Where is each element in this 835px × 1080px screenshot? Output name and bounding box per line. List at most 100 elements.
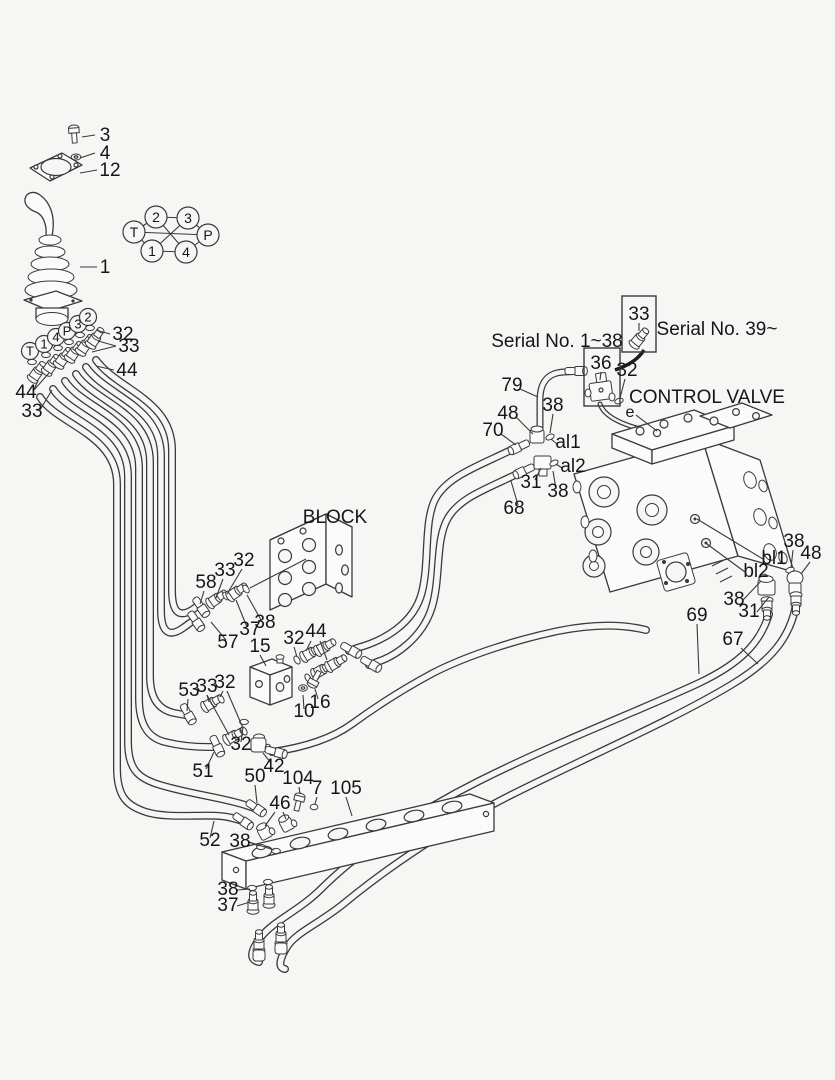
callout-51: 51 bbox=[192, 761, 213, 782]
leader-line bbox=[209, 820, 215, 839]
callout-e: e bbox=[626, 404, 635, 421]
leader-line bbox=[199, 590, 205, 605]
callout-10: 10 bbox=[293, 701, 314, 722]
leader-line bbox=[81, 134, 96, 138]
callout-33: 33 bbox=[628, 304, 649, 325]
leader-line bbox=[790, 549, 794, 569]
leader-line bbox=[555, 463, 563, 469]
leader-line bbox=[259, 654, 267, 667]
callout-70: 70 bbox=[482, 420, 503, 441]
manifold-105 bbox=[221, 793, 495, 890]
leader-line bbox=[39, 389, 53, 411]
callout-38: 38 bbox=[254, 612, 275, 633]
selector-node-label: 4 bbox=[182, 244, 190, 260]
leader-line bbox=[240, 726, 244, 743]
callout-46: 46 bbox=[269, 793, 290, 814]
selector-node-P bbox=[196, 223, 220, 247]
hose-68-core bbox=[366, 468, 526, 668]
selector-node-label: P bbox=[203, 227, 212, 243]
callout-44: 44 bbox=[15, 382, 37, 403]
callout-31: 31 bbox=[738, 601, 759, 622]
leader-line bbox=[95, 365, 115, 371]
callout-104: 104 bbox=[282, 768, 314, 789]
callout-control-valve: CONTROL VALVE bbox=[629, 387, 785, 408]
selector-node-3 bbox=[176, 206, 200, 230]
bolt-3 bbox=[67, 124, 81, 144]
bl-elbow-cluster bbox=[757, 565, 804, 621]
callout-68: 68 bbox=[503, 498, 524, 519]
leader-line bbox=[210, 621, 227, 641]
leader-line bbox=[519, 388, 539, 398]
port-circle-2 bbox=[78, 307, 98, 327]
port-circle-label: T bbox=[26, 344, 34, 359]
leader-line bbox=[219, 690, 224, 698]
serial-36-box bbox=[583, 347, 621, 407]
leader-line bbox=[515, 416, 534, 435]
leader-line bbox=[79, 169, 98, 174]
component-layer bbox=[23, 124, 804, 962]
leader-line bbox=[345, 796, 353, 817]
callout-4: 4 bbox=[100, 143, 111, 164]
port-circle-label: 1 bbox=[40, 337, 47, 352]
callout-12: 12 bbox=[99, 160, 120, 181]
selector-node-label: 3 bbox=[184, 210, 192, 226]
leader-line bbox=[302, 694, 305, 710]
callout-42: 42 bbox=[263, 756, 284, 777]
callout-57: 57 bbox=[217, 632, 238, 653]
elbow-48-top bbox=[529, 425, 545, 444]
selector-node-2 bbox=[144, 205, 168, 229]
selector-node-4 bbox=[174, 240, 198, 264]
hose-58-core bbox=[93, 357, 202, 616]
leader-line bbox=[95, 329, 111, 335]
leader-line bbox=[246, 594, 262, 621]
leader-line bbox=[305, 640, 312, 652]
solenoid-36 bbox=[584, 371, 616, 402]
bolt-104 bbox=[290, 791, 307, 813]
callout-33: 33 bbox=[196, 676, 217, 697]
callout-38: 38 bbox=[217, 879, 238, 900]
callout-48: 48 bbox=[800, 543, 821, 564]
control-valve bbox=[572, 402, 795, 593]
callout-36: 36 bbox=[590, 353, 611, 374]
leader-line bbox=[756, 596, 770, 613]
selector-node-label: 2 bbox=[152, 209, 160, 225]
callout-79: 79 bbox=[501, 375, 522, 396]
callout-38: 38 bbox=[723, 589, 744, 610]
callout-105: 105 bbox=[330, 778, 362, 799]
callout-44: 44 bbox=[116, 360, 138, 381]
callout-bl1: bl1 bbox=[761, 548, 786, 569]
selector-node-1 bbox=[140, 239, 164, 263]
leader-line bbox=[254, 784, 258, 804]
hose-79-core bbox=[537, 368, 587, 433]
elbow-48-right bbox=[786, 570, 804, 595]
leader-line bbox=[742, 580, 762, 601]
manifold-top-fittings bbox=[230, 791, 319, 855]
serial-39-box bbox=[621, 295, 657, 353]
callout-48: 48 bbox=[497, 403, 518, 424]
leader-line bbox=[696, 623, 700, 675]
callout-50: 50 bbox=[244, 766, 265, 787]
callout-33: 33 bbox=[118, 336, 139, 357]
fitting-33-new bbox=[626, 324, 653, 352]
port-circle-label: P bbox=[63, 324, 72, 339]
leader-line bbox=[314, 688, 319, 700]
leader-line bbox=[635, 414, 658, 432]
leader-line bbox=[97, 340, 117, 347]
washer-4 bbox=[70, 153, 82, 161]
elbow-46b bbox=[276, 810, 299, 834]
callout-37: 37 bbox=[217, 895, 238, 916]
leader-line bbox=[248, 841, 275, 851]
leader-line bbox=[298, 786, 301, 795]
leader-line bbox=[205, 751, 215, 770]
leader-line bbox=[282, 811, 287, 820]
leader-line bbox=[550, 438, 558, 445]
leader-line bbox=[599, 371, 602, 381]
leader-line bbox=[293, 646, 298, 658]
hose-53-core bbox=[73, 371, 188, 718]
hose-57-core bbox=[83, 364, 197, 636]
callout-32: 32 bbox=[230, 734, 251, 755]
callout-32: 32 bbox=[233, 550, 254, 571]
